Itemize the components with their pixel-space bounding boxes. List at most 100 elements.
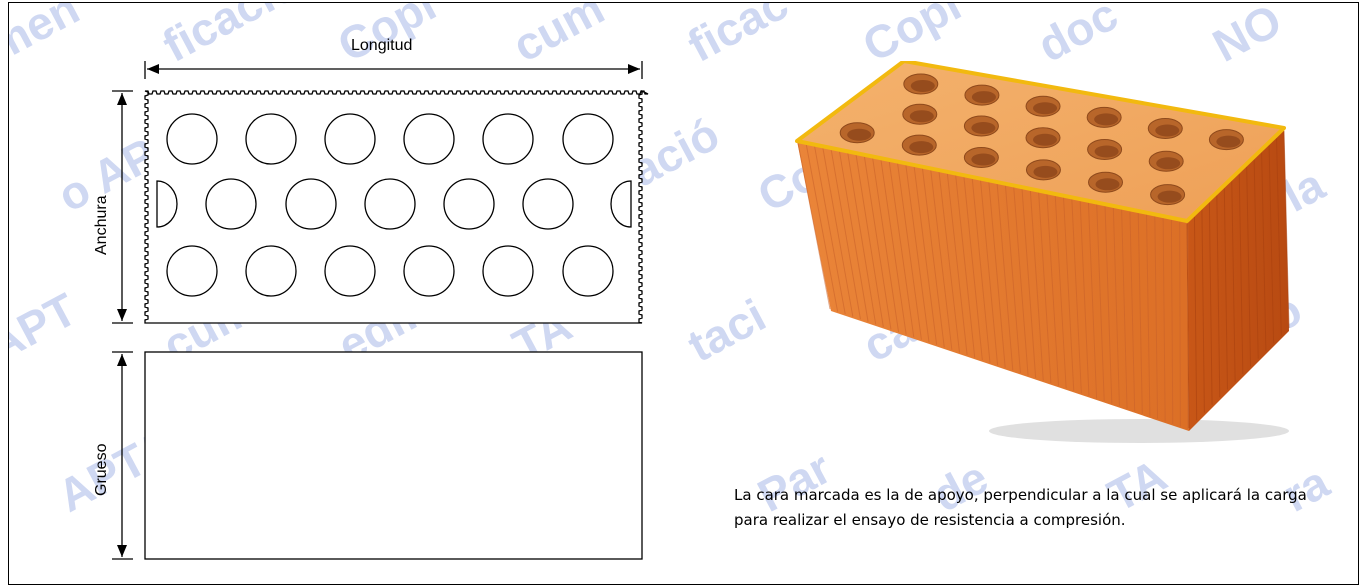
brick-end-face [1187, 128, 1289, 431]
brick-hole-shadow [1033, 133, 1057, 146]
texture-line [963, 176, 983, 361]
texture-line [1216, 195, 1221, 398]
brick-hole-shadow [847, 128, 872, 141]
hole [324, 245, 376, 297]
texture-line [1283, 130, 1290, 329]
brick-hole-shadow [971, 121, 996, 134]
thickness-dimension [112, 351, 133, 560]
texture-line [1246, 166, 1252, 367]
hole [443, 178, 495, 230]
brick-hole-shadow [1156, 157, 1181, 170]
texture-line [1253, 159, 1259, 359]
texture-line [996, 183, 1014, 371]
hole [205, 178, 257, 230]
half-hole-left [156, 180, 178, 228]
brick-hole-shadow [1033, 102, 1058, 115]
texture-line [863, 156, 892, 330]
texture-line [855, 154, 884, 327]
holes-group [166, 113, 614, 297]
brick-technical-drawing [112, 61, 649, 560]
brick-holes [839, 73, 1244, 206]
brick-hole-shadow [1216, 135, 1241, 148]
hole [482, 113, 534, 165]
texture-line [805, 144, 839, 312]
texture-line [1162, 217, 1166, 422]
hole [522, 178, 574, 230]
arrow-up-icon [117, 93, 127, 105]
texture-line [814, 146, 846, 315]
texture-line [880, 159, 907, 335]
hole [245, 245, 297, 297]
brick-hole-shadow [909, 110, 934, 123]
texture-line [971, 178, 991, 363]
width-dimension [112, 90, 133, 324]
texture-line [872, 158, 900, 333]
arrow-down-icon [117, 309, 127, 321]
texture-line [1112, 207, 1120, 407]
texture-line [1013, 187, 1029, 376]
brick-hole-shadow [1094, 113, 1119, 126]
texture-line [1146, 214, 1151, 417]
length-dimension [144, 61, 643, 79]
hole [403, 245, 455, 297]
texture-line [838, 151, 869, 322]
texture-line [1170, 219, 1174, 424]
side-texture [797, 130, 1290, 429]
texture-line [1179, 221, 1181, 427]
texture-line [955, 175, 976, 358]
hole [403, 113, 455, 165]
texture-line [1063, 197, 1075, 391]
arrow-left-icon [147, 64, 159, 74]
brick-hole-shadow [971, 91, 996, 104]
hole [285, 178, 337, 230]
brick-shadow [989, 419, 1289, 443]
hole [166, 113, 218, 165]
hole [482, 245, 534, 297]
texture-line [1079, 200, 1090, 396]
texture-line [1004, 185, 1021, 373]
half-hole-right [610, 180, 632, 228]
texture-line [797, 142, 831, 310]
texture-line [921, 168, 945, 348]
brick-hole-shadow [1157, 190, 1182, 203]
hole [364, 178, 416, 230]
texture-line [1096, 204, 1105, 401]
texture-line [1087, 202, 1098, 399]
watermark-text: taci [679, 289, 773, 372]
hole [245, 113, 297, 165]
texture-line [1129, 211, 1136, 412]
texture-line [1154, 216, 1159, 419]
texture-line [1223, 188, 1228, 390]
texture-line [1186, 223, 1190, 429]
texture-line [1268, 145, 1275, 344]
texture-line [1231, 181, 1236, 382]
caption-text: La cara marcada es la de apoyo, perpendi… [734, 486, 1307, 529]
brick-top-view [144, 89, 649, 324]
brick-side-view [144, 351, 643, 560]
texture-line [938, 171, 960, 353]
texture-line [1071, 199, 1082, 394]
brick-hole-shadow [1094, 145, 1119, 158]
brick-hole-shadow [1033, 165, 1058, 178]
arrow-right-icon [628, 64, 640, 74]
half-holes [156, 180, 632, 228]
hole [562, 113, 614, 165]
texture-line [1193, 216, 1198, 421]
arrow-down-icon [117, 545, 127, 557]
texture-line [1054, 195, 1067, 389]
hole [324, 113, 376, 165]
brick-hole-shadow [909, 141, 934, 154]
length-label: Longitud [351, 37, 413, 54]
texture-line [830, 149, 861, 320]
texture-line [905, 165, 930, 343]
width-label: Anchura [93, 195, 110, 255]
texture-line [1201, 209, 1205, 413]
texture-line [1038, 192, 1052, 384]
texture-line [1276, 138, 1282, 336]
texture-line [1121, 209, 1128, 409]
texture-line [913, 166, 938, 345]
texture-line [888, 161, 915, 338]
brick-hole-shadow [1155, 124, 1180, 137]
texture-line [1208, 202, 1213, 405]
